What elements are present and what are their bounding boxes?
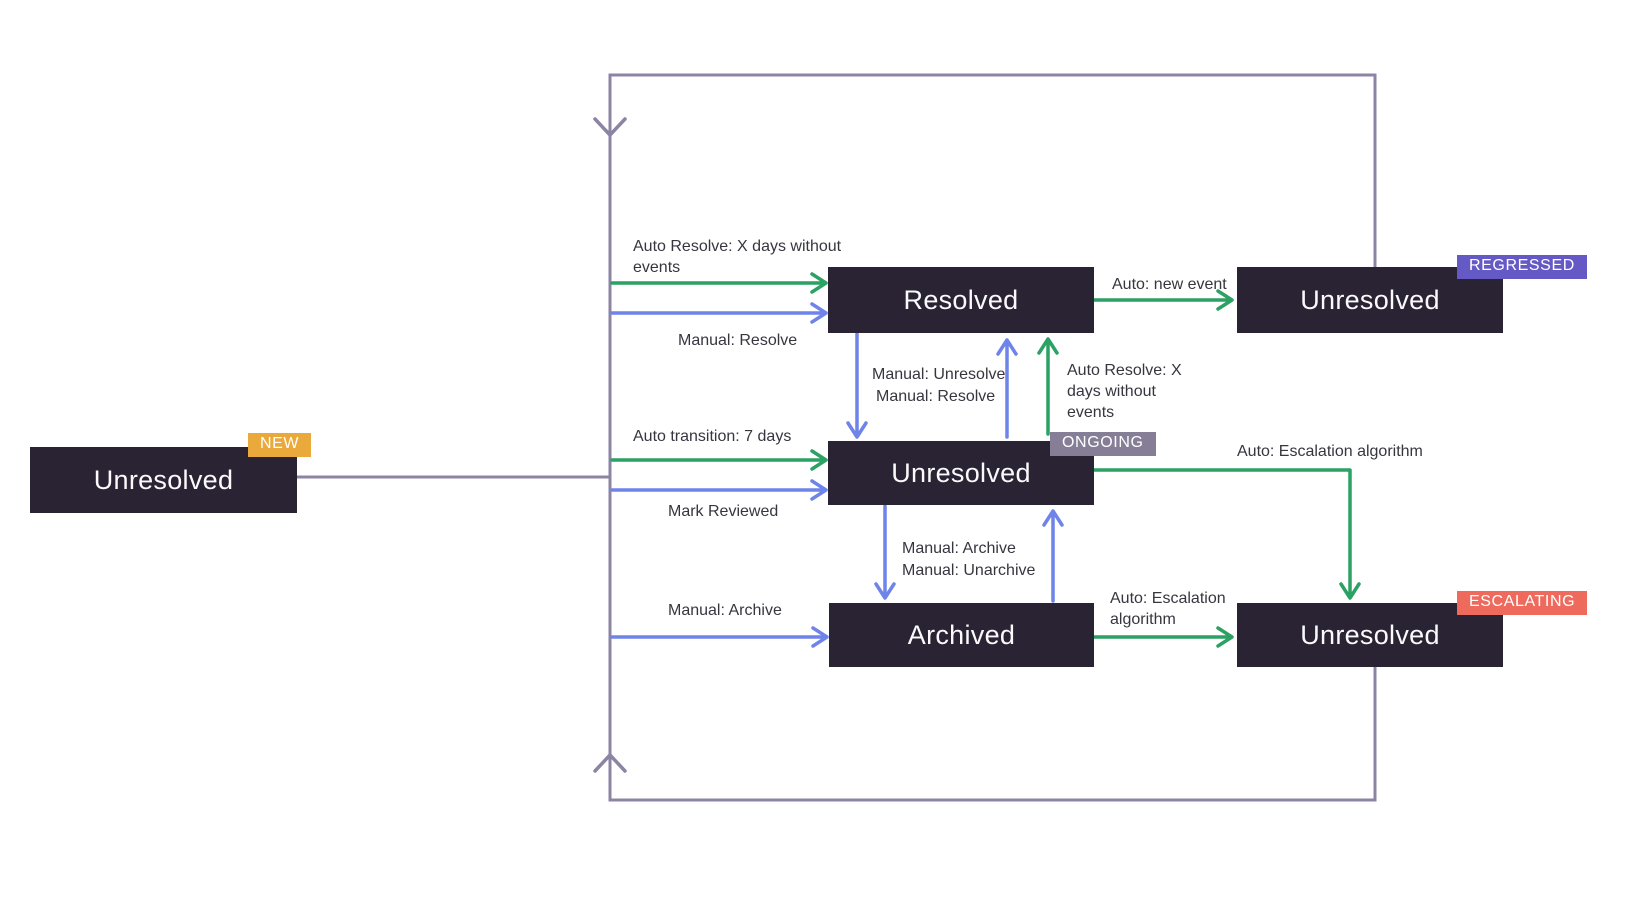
label-auto-resolve-from-ongoing: Auto Resolve: X days without events — [1067, 362, 1182, 421]
label-auto-escalation-from-ongoing: Auto: Escalation algorithm — [1237, 443, 1423, 460]
label-mark-reviewed: Mark Reviewed — [668, 503, 779, 520]
state-label: Unresolved — [93, 464, 234, 495]
label-manual-archive: Manual: Archive — [902, 540, 1016, 557]
label-auto-new-event: Auto: new event — [1112, 276, 1227, 293]
state-box-resolved: Resolved — [828, 267, 1094, 333]
state-box-unresolved-new: Unresolved — [30, 447, 297, 513]
state-box-archived: Archived — [829, 603, 1094, 667]
status-badge-new: NEW — [248, 433, 312, 457]
label-manual-unarchive: Manual: Unarchive — [902, 562, 1036, 579]
state-label: Unresolved — [1300, 284, 1440, 315]
arrow-auto-resolve-from-ongoing — [1037, 337, 1059, 436]
arrow-manual-archive-from-new — [610, 626, 829, 648]
label-manual-unresolve: Manual: Unresolve — [872, 366, 1006, 383]
state-label: Resolved — [903, 284, 1019, 315]
loop-arrow-down-icon — [593, 117, 627, 137]
label-auto-transition-7-days: Auto transition: 7 days — [633, 428, 792, 445]
label-manual-resolve: Manual: Resolve — [876, 388, 996, 405]
state-label: Archived — [907, 619, 1016, 650]
label-manual-archive-from-new: Manual: Archive — [668, 602, 782, 619]
status-badge-ongoing: ONGOING — [1050, 432, 1156, 456]
state-label: Unresolved — [1300, 619, 1440, 650]
arrow-manual-unresolve — [846, 332, 868, 439]
arrow-manual-resolve-from-new — [610, 302, 828, 324]
status-badge-regressed: REGRESSED — [1457, 255, 1587, 279]
arrow-auto-transition — [610, 449, 828, 471]
arrow-manual-unarchive — [1042, 509, 1064, 603]
arrow-auto-escalation-from-ongoing — [1092, 468, 1361, 600]
arrow-mark-reviewed — [610, 479, 828, 501]
status-badge-escalating: ESCALATING — [1457, 591, 1588, 615]
state-label: Unresolved — [891, 457, 1031, 488]
loop-arrow-up-icon — [593, 753, 627, 773]
arrow-auto-escalation-from-archived — [1092, 626, 1234, 648]
arrow-manual-archive — [874, 504, 896, 600]
arrow-manual-resolve — [996, 338, 1018, 439]
label-auto-resolve-from-new: Auto Resolve: X days without events — [633, 238, 842, 276]
label-auto-escalation-from-archived: Auto: Escalation algorithm — [1110, 590, 1226, 628]
label-manual-resolve-from-new: Manual: Resolve — [678, 332, 798, 349]
